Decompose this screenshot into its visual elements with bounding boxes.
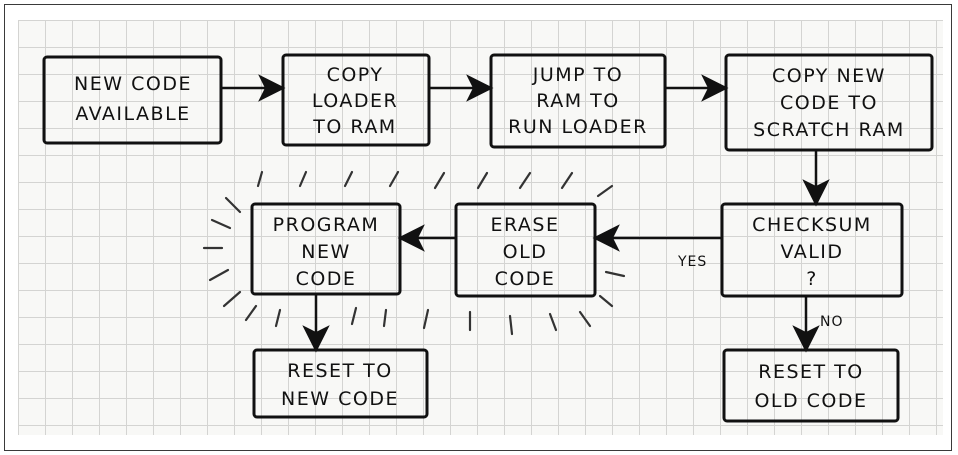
node-label: ? [806, 268, 818, 290]
node-label: SCRATCH RAM [753, 119, 905, 141]
node-label: ERASE [491, 214, 560, 236]
node-label: NEW CODE [281, 388, 399, 410]
edge-label-yes: YES [677, 254, 707, 270]
node-label: RESET TO [287, 360, 392, 382]
node-label: AVAILABLE [75, 103, 190, 125]
node-label: TO RAM [312, 116, 396, 138]
node-checksum-valid: CHECKSUM VALID ? [720, 202, 904, 298]
node-new-code-available: NEW CODE AVAILABLE [42, 55, 223, 145]
node-label: COPY [327, 64, 384, 86]
node-jump-to-ram: JUMP TO RAM TO RUN LOADER [489, 53, 667, 149]
node-label: OLD CODE [754, 390, 867, 412]
node-label: RUN LOADER [508, 116, 648, 138]
node-erase-old-code: ERASE OLD CODE [454, 202, 597, 298]
node-label: RESET TO [758, 361, 863, 383]
node-copy-loader-to-ram: COPY LOADER TO RAM [281, 53, 431, 147]
node-copy-new-code-to-scratch-ram: COPY NEW CODE TO SCRATCH RAM [724, 53, 934, 152]
node-label: CHECKSUM [752, 214, 872, 236]
node-label: CODE [296, 268, 357, 290]
node-label: COPY NEW [772, 65, 886, 87]
node-label: OLD [503, 241, 548, 263]
node-label: VALID [780, 241, 843, 263]
node-label: LOADER [312, 90, 398, 112]
node-label: RAM TO [536, 90, 619, 112]
node-label: CODE [495, 268, 556, 290]
node-label: NEW [301, 241, 351, 263]
node-reset-to-new-code: RESET TO NEW CODE [252, 348, 429, 419]
node-label: PROGRAM [273, 214, 380, 236]
node-program-new-code: PROGRAM NEW CODE [250, 202, 402, 296]
node-label: JUMP TO [532, 64, 623, 86]
edge-label-no: NO [820, 314, 844, 330]
node-label: CODE TO [780, 92, 878, 114]
node-reset-to-old-code: RESET TO OLD CODE [722, 348, 900, 423]
highlight-rays [202, 170, 626, 336]
node-label: NEW CODE [74, 73, 192, 95]
